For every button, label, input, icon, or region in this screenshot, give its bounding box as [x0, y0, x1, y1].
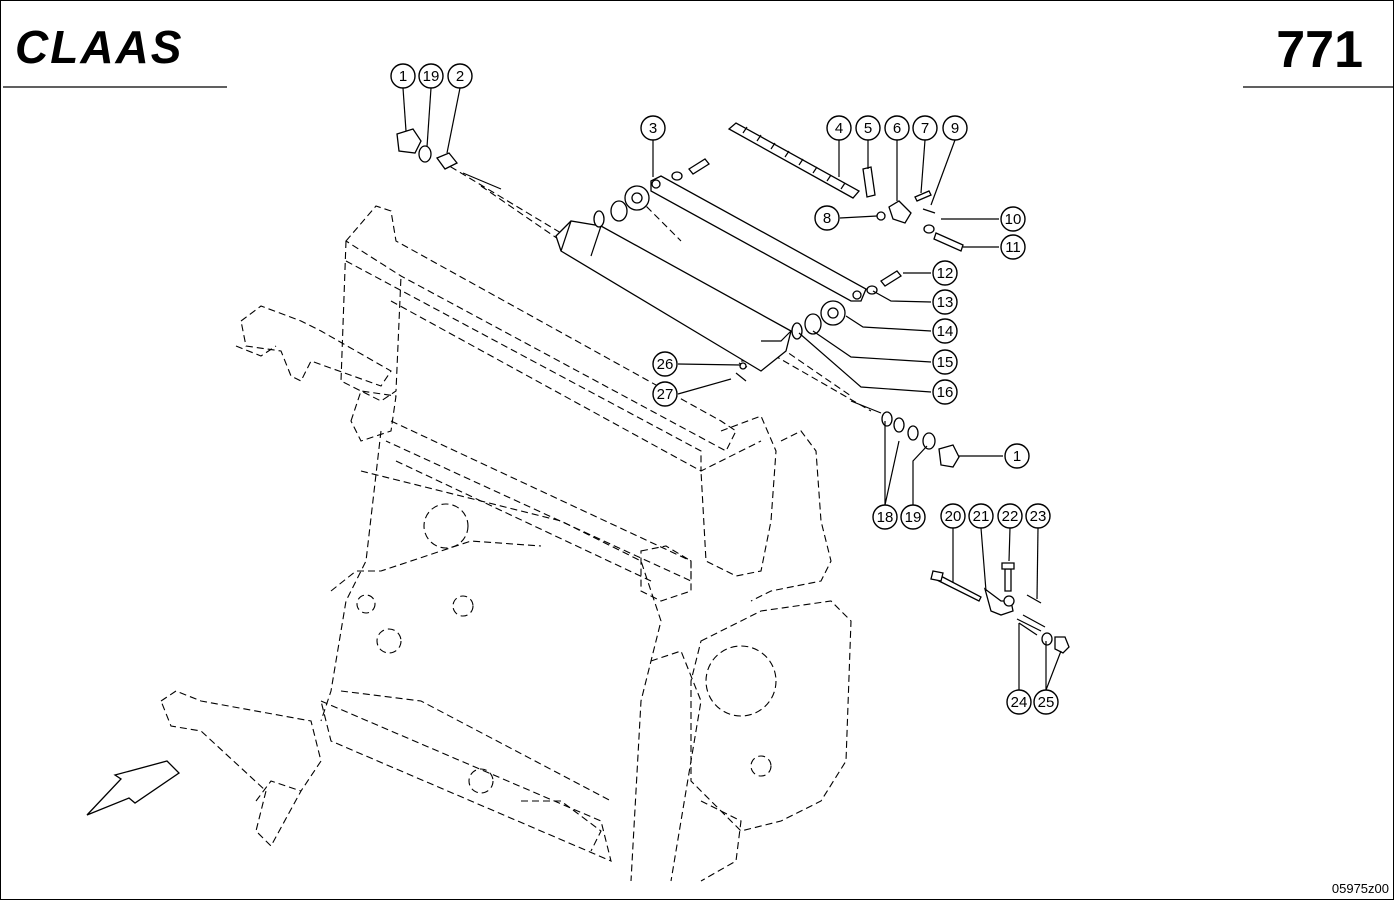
- callout-2: 2: [447, 63, 473, 89]
- drawing-number: 05975z00: [1332, 881, 1389, 896]
- svg-text:19: 19: [905, 509, 922, 526]
- callout-27: 27: [652, 381, 678, 407]
- svg-text:23: 23: [1030, 508, 1047, 525]
- svg-text:9: 9: [951, 120, 959, 137]
- svg-text:1: 1: [1013, 448, 1021, 465]
- callout-9: 9: [942, 115, 968, 141]
- callout-3: 3: [640, 115, 666, 141]
- svg-text:13: 13: [937, 294, 954, 311]
- svg-text:1: 1: [399, 68, 407, 85]
- callout-25: 25: [1033, 689, 1059, 715]
- callout-23: 23: [1025, 503, 1051, 529]
- leader-lines: [402, 87, 1062, 691]
- svg-text:18: 18: [877, 509, 894, 526]
- svg-text:24: 24: [1011, 694, 1028, 711]
- callout-7: 7: [912, 115, 938, 141]
- frame-outline: [160, 205, 852, 882]
- brand-logo: CLAAS: [15, 21, 183, 73]
- svg-text:27: 27: [657, 386, 674, 403]
- svg-text:21: 21: [973, 508, 990, 525]
- svg-text:2: 2: [456, 68, 464, 85]
- callout-10: 10: [1000, 206, 1026, 232]
- callout-1-top: 1: [390, 63, 416, 89]
- svg-text:6: 6: [893, 120, 901, 137]
- spring-tensioner: [930, 562, 1070, 654]
- svg-text:11: 11: [1005, 239, 1021, 256]
- callout-12: 12: [932, 260, 958, 286]
- callout-26: 26: [652, 351, 678, 377]
- callout-24: 24: [1006, 689, 1032, 715]
- callout-14: 14: [932, 318, 958, 344]
- callouts: 1 19 2 3 4 5 6 7 9 8 10 11 12 13 14 15 1…: [390, 63, 1059, 715]
- callout-21: 21: [968, 503, 994, 529]
- callout-20: 20: [940, 503, 966, 529]
- callout-6: 6: [884, 115, 910, 141]
- callout-15: 15: [932, 349, 958, 375]
- svg-text:4: 4: [835, 120, 843, 137]
- svg-text:3: 3: [649, 120, 657, 137]
- svg-text:7: 7: [921, 120, 929, 137]
- svg-text:16: 16: [937, 384, 954, 401]
- svg-text:14: 14: [937, 323, 954, 340]
- callout-22: 22: [997, 503, 1023, 529]
- svg-text:25: 25: [1038, 694, 1055, 711]
- svg-text:22: 22: [1002, 508, 1019, 525]
- callout-8: 8: [814, 205, 840, 231]
- shaft-assembly: [396, 128, 960, 468]
- callout-5: 5: [855, 115, 881, 141]
- page-number: 771: [1276, 21, 1363, 79]
- svg-text:12: 12: [937, 265, 954, 282]
- callout-19-top: 19: [418, 63, 444, 89]
- callout-19-right: 19: [900, 504, 926, 530]
- callout-1-right: 1: [1004, 443, 1030, 469]
- svg-text:20: 20: [945, 508, 962, 525]
- svg-text:10: 10: [1005, 211, 1022, 228]
- callout-11: 11: [1000, 234, 1026, 260]
- direction-arrow-icon: [86, 760, 181, 816]
- svg-text:26: 26: [657, 356, 674, 373]
- svg-text:5: 5: [864, 120, 872, 137]
- callout-18: 18: [872, 504, 898, 530]
- callout-16: 16: [932, 379, 958, 405]
- chain-tensioner: [727, 122, 964, 252]
- callout-13: 13: [932, 289, 958, 315]
- svg-text:19: 19: [423, 68, 440, 85]
- callout-4: 4: [826, 115, 852, 141]
- svg-text:15: 15: [937, 354, 954, 371]
- svg-text:8: 8: [823, 210, 831, 227]
